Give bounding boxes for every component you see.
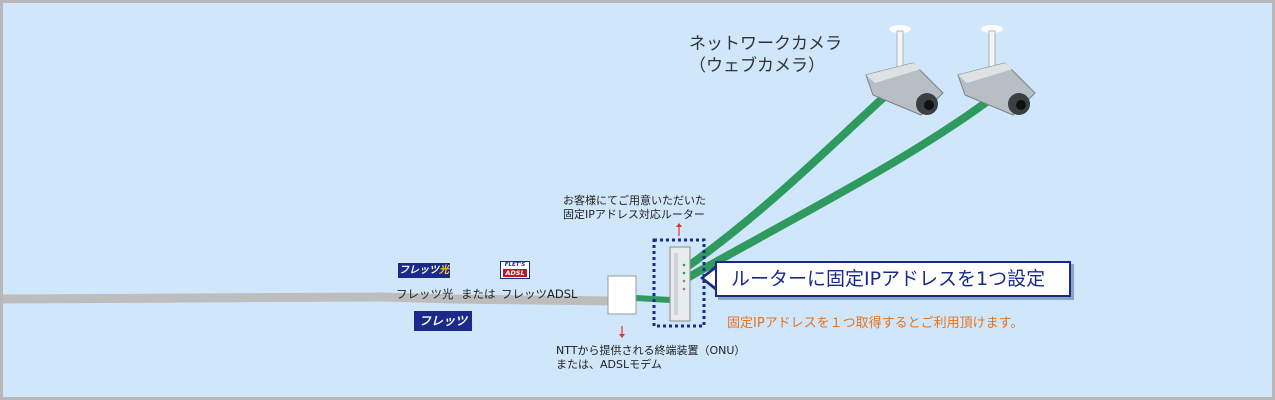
onu-label-line1: NTTから提供される終端装置（ONU） <box>556 344 746 357</box>
camera1-cable <box>683 94 887 271</box>
or-word: または <box>461 287 496 301</box>
router-label: お客様にてご用意いただいた 固定IPアドレス対応ルーター <box>563 194 706 222</box>
camera-label: ネットワークカメラ （ウェブカメラ） <box>689 33 842 77</box>
flets-adsl-caption: フレッツADSL <box>501 287 578 301</box>
diagram-canvas <box>3 25 1036 338</box>
network-camera-2 <box>957 25 1036 116</box>
flets-logo: フレッツ <box>414 311 472 331</box>
static-ip-note: 固定IPアドレスを１つ取得するとご利用頂けます。 <box>727 316 1024 331</box>
camera-label-line1: ネットワークカメラ <box>689 34 842 54</box>
backbone-line <box>3 292 618 306</box>
flets-hikari-caption: フレッツ光 <box>396 287 454 301</box>
network-camera-1 <box>865 25 944 116</box>
flets-hikari-logo: フレッツ光 <box>398 263 450 278</box>
camera-label-line2: （ウェブカメラ） <box>689 56 825 76</box>
onu-label: NTTから提供される終端装置（ONU） または、ADSLモデム <box>556 344 745 372</box>
router-label-line2: 固定IPアドレス対応ルーター <box>563 208 705 221</box>
onu-box <box>607 275 637 315</box>
onu-label-line2: または、ADSLモデム <box>556 358 662 371</box>
router-device <box>669 246 691 322</box>
camera2-cable <box>685 97 992 281</box>
router-label-line1: お客様にてご用意いただいた <box>563 194 706 207</box>
router-config-callout: ルーターに固定IPアドレスを1つ設定 <box>715 261 1071 297</box>
